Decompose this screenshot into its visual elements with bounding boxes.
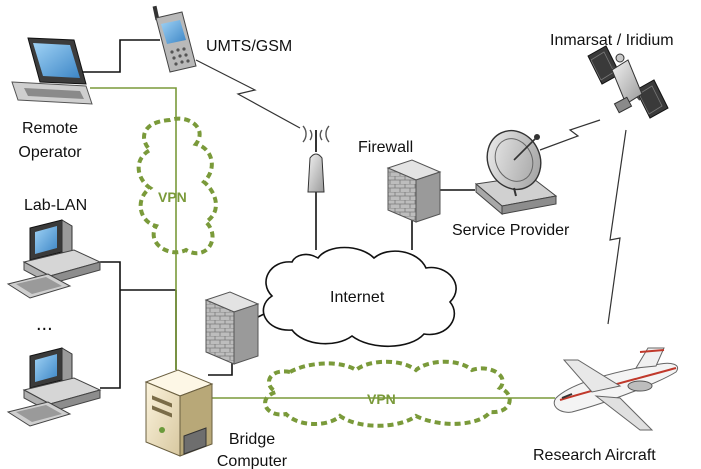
vpn-link-operator-bridge	[90, 87, 177, 370]
mobile-phone-icon	[152, 5, 197, 73]
link-firewall-bridge	[208, 362, 233, 376]
research-aircraft-icon	[553, 347, 678, 431]
bridge-computer-icon	[144, 369, 214, 457]
ellipsis-label: ...	[36, 313, 53, 335]
internet-cloud	[262, 246, 457, 348]
vpn-label-upper: VPN	[158, 189, 187, 205]
vpn-cloud-upper	[136, 116, 218, 256]
antenna-icon	[302, 125, 330, 193]
remote-operator-label-2: Operator	[18, 144, 82, 161]
lab-computer-1-icon	[6, 219, 102, 299]
inmarsat-iridium-label: Inmarsat / Iridium	[550, 32, 674, 49]
lab-computer-2-icon	[6, 347, 102, 427]
lab-lan-label: Lab-LAN	[24, 197, 87, 214]
firewall-icon	[386, 159, 442, 223]
vpn-cloud-lower	[263, 359, 512, 428]
internet-label: Internet	[330, 289, 385, 306]
link-lab-lan-bus	[100, 261, 121, 389]
bridge-computer-label-2: Computer	[217, 453, 288, 469]
wireless-links	[195, 59, 627, 325]
firewall-lower-icon	[204, 291, 260, 365]
research-aircraft-label: Research Aircraft	[533, 447, 656, 464]
labels: Remote Operator UMTS/GSM Inmarsat / Irid…	[18, 32, 673, 469]
link-laptop-phone	[82, 39, 160, 73]
vpn-links	[90, 87, 555, 399]
service-provider-label: Service Provider	[452, 222, 570, 239]
wireless-umts-gsm	[195, 59, 301, 129]
wireless-sat-aircraft	[607, 129, 627, 325]
remote-operator-label-1: Remote	[22, 120, 78, 137]
umts-gsm-label: UMTS/GSM	[206, 38, 292, 55]
vpn-label-lower: VPN	[367, 391, 396, 407]
laptop-icon	[11, 37, 93, 105]
firewall-label: Firewall	[358, 139, 413, 156]
bridge-computer-label-1: Bridge	[229, 431, 275, 448]
satellite-dish-icon	[474, 129, 558, 216]
wireless-sat-dish	[539, 119, 601, 151]
satellite-icon	[587, 45, 669, 119]
